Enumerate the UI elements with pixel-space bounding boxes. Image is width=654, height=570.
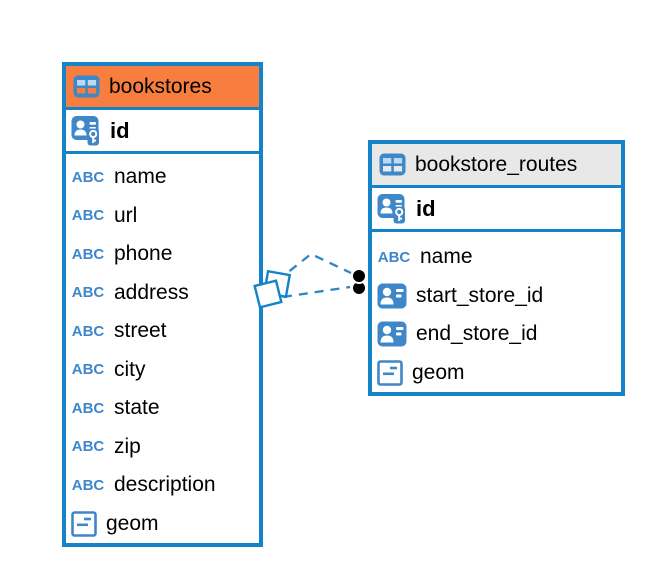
column-row[interactable]: ABC address (66, 274, 259, 313)
text-type-icon: ABC (71, 245, 105, 263)
column-label: street (114, 319, 167, 343)
column-row[interactable]: ABC phone (66, 235, 259, 274)
table-title: bookstores (109, 74, 212, 98)
column-label: address (114, 280, 189, 304)
geometry-type-icon (377, 359, 403, 386)
column-label: geom (412, 360, 465, 384)
table-icon (379, 153, 406, 176)
column-list: ABC name start_store_id (372, 232, 621, 392)
column-row[interactable]: end_store_id (372, 315, 621, 354)
table-bookstore-routes-header[interactable]: bookstore_routes (372, 144, 621, 188)
column-row[interactable]: ABC city (66, 351, 259, 390)
column-list: ABC name ABC url ABC phone ABC address A… (66, 154, 259, 543)
pk-column-label: id (110, 117, 130, 143)
column-label: state (114, 396, 160, 420)
pk-row[interactable]: id (372, 188, 621, 232)
pk-row[interactable]: id (66, 110, 259, 154)
column-row[interactable]: ABC street (66, 312, 259, 351)
table-title: bookstore_routes (415, 152, 578, 176)
column-label: start_store_id (416, 283, 544, 307)
table-bookstore-routes[interactable]: bookstore_routes id ABC name (368, 140, 625, 396)
column-label: phone (114, 242, 173, 266)
column-label: zip (114, 434, 141, 458)
table-icon (73, 75, 100, 98)
column-row[interactable]: ABC url (66, 197, 259, 236)
table-bookstores-header[interactable]: bookstores (66, 66, 259, 110)
primary-key-icon (71, 116, 99, 146)
text-type-icon: ABC (71, 322, 105, 340)
primary-key-icon (377, 194, 405, 224)
column-row[interactable]: geom (66, 505, 259, 544)
relationship-endpoint-dots[interactable] (351, 268, 367, 296)
column-label: name (420, 245, 473, 269)
table-bookstores[interactable]: bookstores id ABC name ABC (62, 62, 263, 547)
pk-column-label: id (416, 195, 436, 221)
column-row[interactable]: ABC state (66, 389, 259, 428)
text-type-icon: ABC (71, 207, 105, 225)
text-type-icon: ABC (71, 438, 105, 456)
foreign-key-icon (377, 283, 407, 309)
column-label: description (114, 473, 216, 497)
column-label: city (114, 357, 146, 381)
column-row[interactable]: ABC description (66, 466, 259, 505)
column-row[interactable]: start_store_id (372, 277, 621, 316)
foreign-key-icon (377, 321, 407, 347)
column-row[interactable]: geom (372, 354, 621, 393)
relationship-line[interactable] (276, 252, 352, 282)
column-label: url (114, 203, 138, 227)
geometry-type-icon (71, 510, 97, 537)
text-type-icon: ABC (377, 248, 411, 266)
column-row[interactable]: ABC name (372, 238, 621, 277)
text-type-icon: ABC (71, 361, 105, 379)
relationship-line[interactable] (282, 285, 351, 299)
text-type-icon: ABC (71, 284, 105, 302)
column-label: geom (106, 511, 159, 535)
text-type-icon: ABC (71, 168, 105, 186)
text-type-icon: ABC (71, 399, 105, 417)
column-label: end_store_id (416, 322, 538, 346)
column-label: name (114, 165, 167, 189)
column-row[interactable]: ABC name (66, 158, 259, 197)
column-row[interactable]: ABC zip (66, 428, 259, 467)
text-type-icon: ABC (71, 476, 105, 494)
